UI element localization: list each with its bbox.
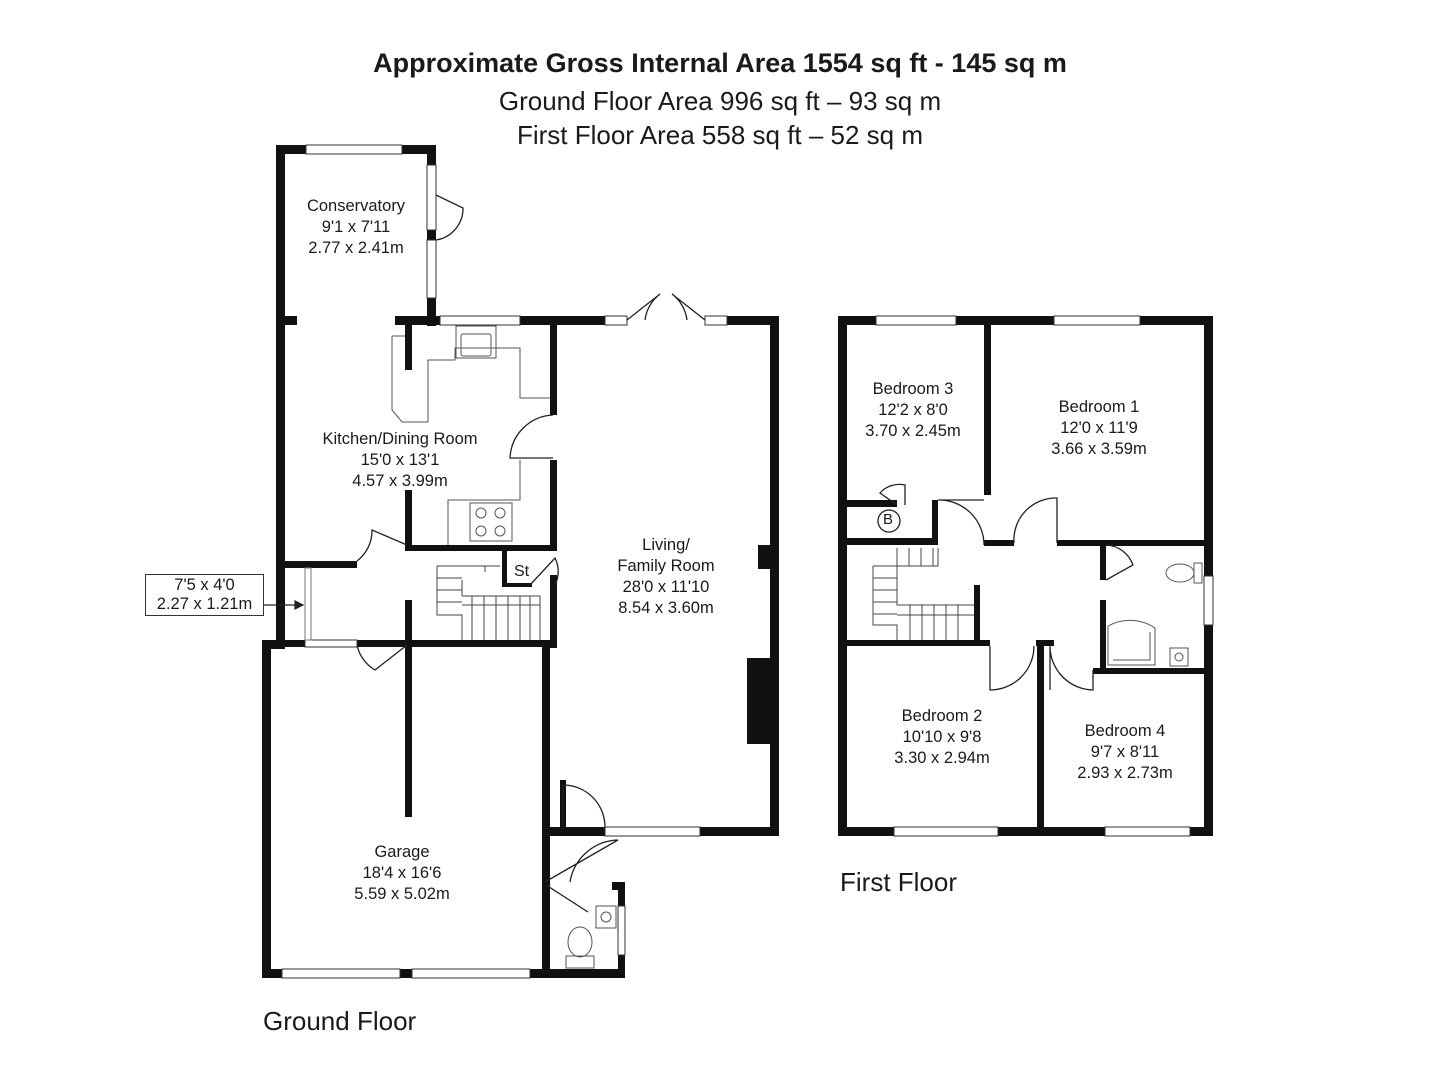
room-size-imperial: 28'0 x 11'10	[622, 578, 710, 596]
ground-stairs	[436, 565, 541, 640]
room-name-line2: Family Room	[617, 557, 715, 575]
room-size-imperial: 9'7 x 8'11	[1090, 743, 1160, 761]
room-size-imperial: 9'1 x 7'11	[321, 218, 391, 236]
room-kitchen-dining: Kitchen/Dining Room 15'0 x 13'1 4.57 x 3…	[323, 429, 478, 492]
kitchen-units	[391, 325, 550, 545]
first-floor-doors	[879, 483, 1134, 691]
room-bedroom-2: Bedroom 2 10'10 x 9'8 3.30 x 2.94m	[894, 706, 989, 769]
ground-floor-windows	[281, 144, 728, 979]
ground-floor-doors	[356, 194, 706, 913]
first-stairs	[872, 548, 974, 640]
room-name: Garage	[374, 843, 430, 861]
ground-floor-label: Ground Floor	[263, 1006, 417, 1036]
room-name: Bedroom 2	[901, 707, 983, 725]
first-floor-windows	[875, 315, 1214, 837]
hall-size-imperial: 7'5 x 4'0	[174, 576, 235, 594]
plan-title: Approximate Gross Internal Area 1554 sq …	[373, 48, 1067, 78]
room-size-imperial: 18'4 x 16'6	[362, 864, 442, 882]
hall-size-metric: 2.27 x 1.21m	[156, 595, 253, 613]
room-bedroom-4: Bedroom 4 9'7 x 8'11 2.93 x 2.73m	[1077, 721, 1172, 784]
room-conservatory: Conservatory 9'1 x 7'11 2.77 x 2.41m	[307, 196, 405, 259]
room-living-family: Living/ Family Room 28'0 x 11'10 8.54 x …	[617, 535, 714, 619]
room-size-imperial: 15'0 x 13'1	[360, 451, 440, 469]
room-size-metric: 2.77 x 2.41m	[308, 239, 404, 257]
boiler-label: B	[883, 511, 894, 528]
room-size-metric: 4.57 x 3.99m	[352, 472, 448, 490]
room-size-metric: 8.54 x 3.60m	[618, 599, 714, 617]
room-size-imperial: 12'0 x 11'9	[1060, 419, 1138, 437]
first-floor-label: First Floor	[840, 867, 957, 897]
ground-floor-area: Ground Floor Area 996 sq ft – 93 sq m	[498, 86, 942, 116]
room-size-metric: 3.66 x 3.59m	[1051, 440, 1147, 458]
wc-fittings	[565, 905, 617, 969]
room-name: Bedroom 4	[1084, 722, 1166, 740]
room-name: Bedroom 1	[1058, 398, 1140, 416]
room-name: Bedroom 3	[872, 380, 954, 398]
store-label: St	[514, 563, 530, 580]
room-bedroom-1: Bedroom 1 12'0 x 11'9 3.66 x 3.59m	[1051, 397, 1146, 460]
room-name-line1: Living/	[642, 536, 690, 554]
hall-pointer-arrow	[264, 600, 305, 610]
boiler-symbol	[877, 509, 901, 533]
room-name: Kitchen/Dining Room	[322, 430, 478, 448]
first-floor-walls	[838, 316, 1213, 836]
room-garage: Garage 18'4 x 16'6 5.59 x 5.02m	[354, 842, 449, 905]
room-name: Conservatory	[306, 197, 406, 215]
room-size-metric: 3.30 x 2.94m	[894, 749, 990, 767]
bathroom-fittings	[1107, 562, 1203, 667]
room-bedroom-3: Bedroom 3 12'2 x 8'0 3.70 x 2.45m	[865, 379, 960, 442]
first-floor-area: First Floor Area 558 sq ft – 52 sq m	[516, 120, 924, 150]
room-size-metric: 2.93 x 2.73m	[1077, 764, 1173, 782]
room-size-imperial: 12'2 x 8'0	[878, 401, 948, 419]
room-size-imperial: 10'10 x 9'8	[902, 728, 982, 746]
hall-dimension-box: 7'5 x 4'0 2.27 x 1.21m	[145, 574, 264, 616]
room-size-metric: 5.59 x 5.02m	[354, 885, 450, 903]
room-size-metric: 3.70 x 2.45m	[865, 422, 961, 440]
